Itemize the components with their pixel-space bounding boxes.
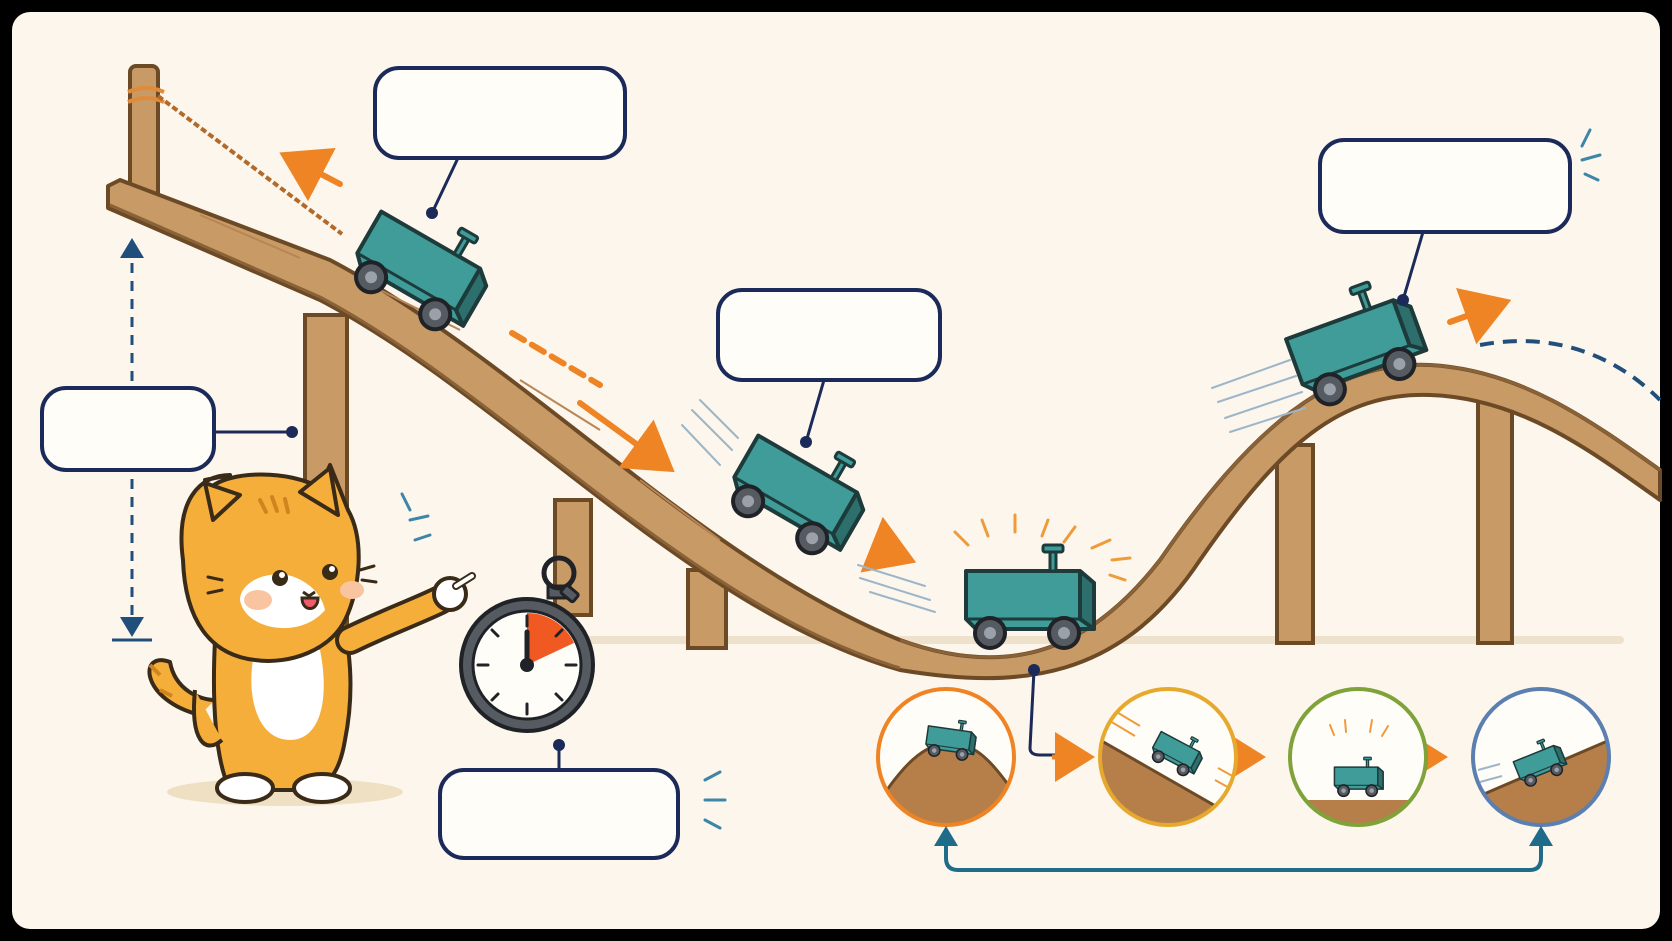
cycle-leader <box>1028 664 1095 782</box>
label-top-left <box>373 66 627 219</box>
cycle-panel-2 <box>1098 687 1238 827</box>
sparkle-lines <box>953 513 1132 582</box>
stopwatch-icon <box>459 555 595 733</box>
trajectory-dashed-line <box>1479 339 1662 402</box>
label-middle-slope <box>716 288 942 448</box>
height-dimension-arrow <box>112 238 152 642</box>
cycle-panel-3 <box>1288 687 1428 827</box>
cycle-return-arrow <box>944 838 1543 872</box>
rope-icon <box>156 94 344 236</box>
motion-lines-icon <box>681 359 1306 613</box>
cycle-panel-4 <box>1471 687 1611 827</box>
motion-arrows <box>279 147 1512 573</box>
cycle-panel-1 <box>876 687 1016 827</box>
label-height <box>40 386 298 472</box>
cue-dashes <box>400 128 1602 830</box>
label-top-right <box>1318 138 1572 306</box>
label-stopwatch <box>438 739 680 860</box>
cat-mascot-icon <box>147 463 476 806</box>
